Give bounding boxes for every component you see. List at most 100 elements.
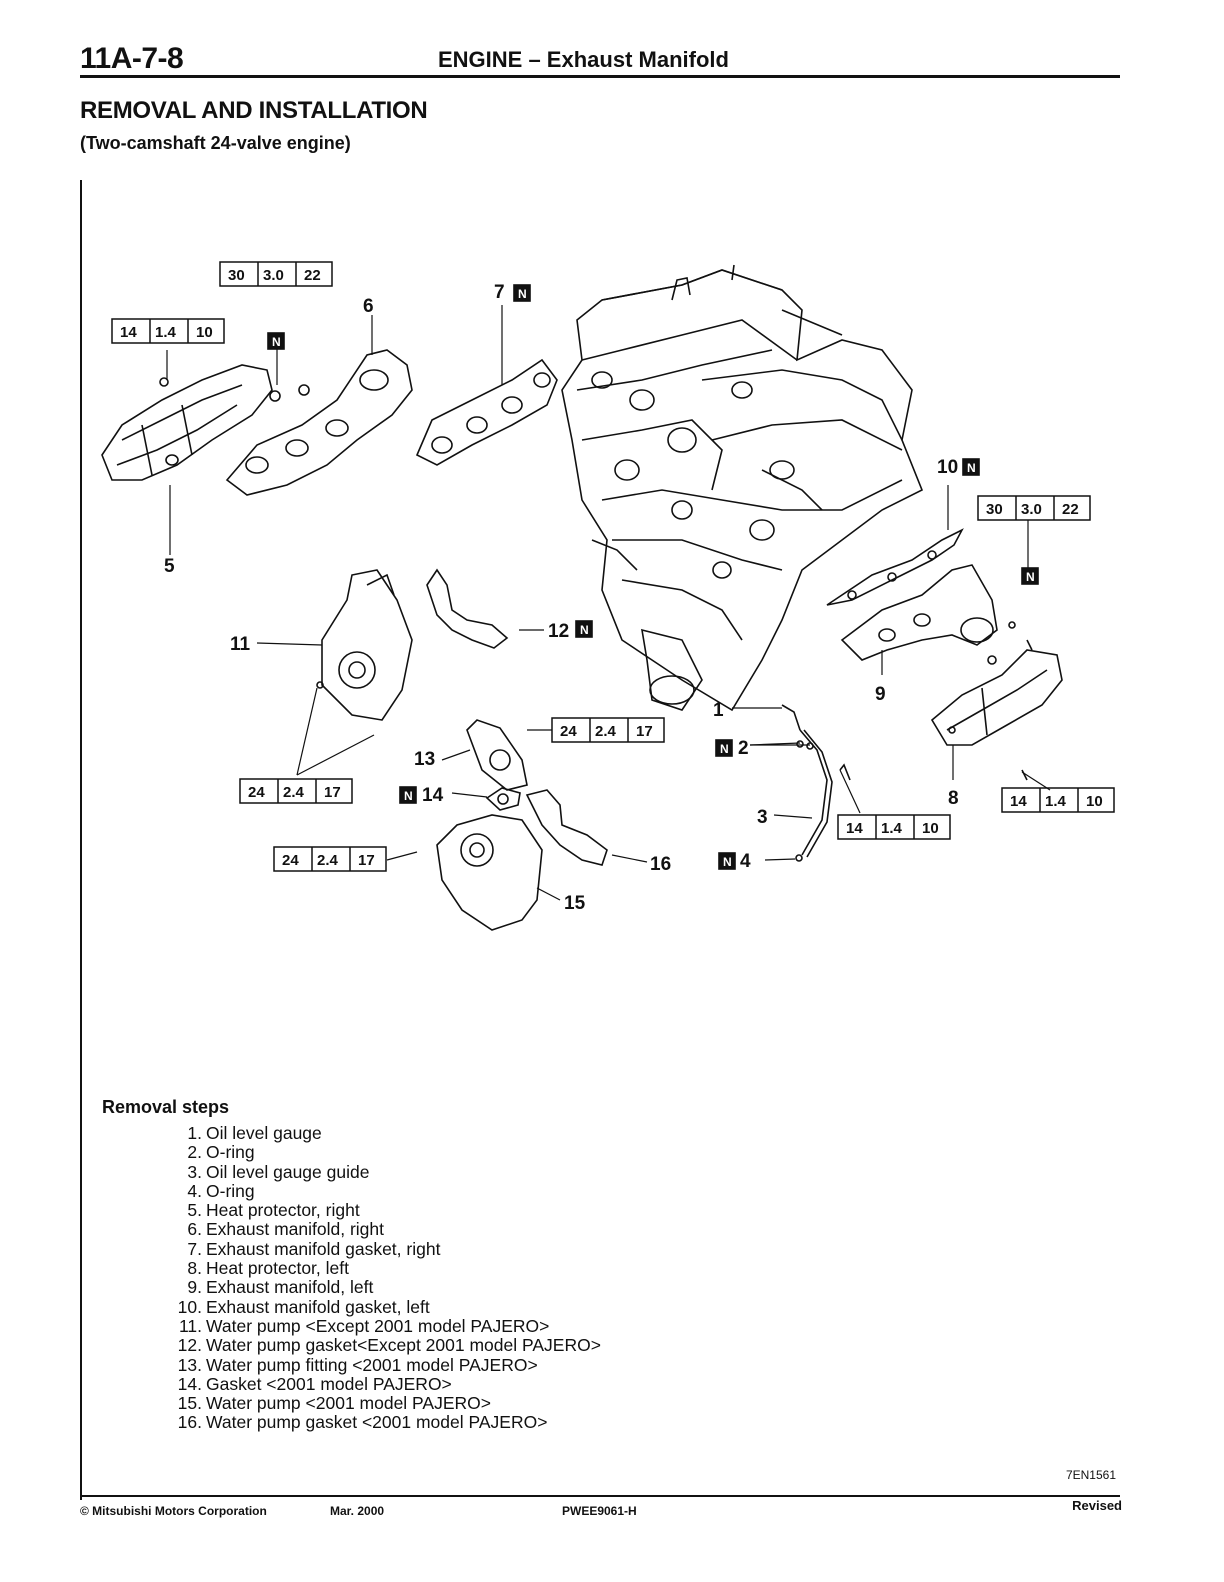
- water-pump-11-illustration: [316, 569, 413, 721]
- n-mark-6: N: [267, 332, 285, 350]
- callout-8: 8: [948, 788, 959, 809]
- n-mark-10: N: [962, 458, 980, 476]
- n-mark-2: N: [715, 739, 733, 757]
- n-mark-14: N: [399, 786, 417, 804]
- step-number: 2.: [187, 1142, 202, 1163]
- callout-labels: 5 6 7 10 9 8 11 12 13 14 16 15 1 2 3 4: [164, 282, 959, 914]
- section-title: REMOVAL AND INSTALLATION: [80, 97, 428, 124]
- step-text: Water pump <Except 2001 model PAJERO>: [206, 1315, 550, 1336]
- svg-text:10: 10: [922, 820, 939, 837]
- removal-step: 2.O-ring: [172, 1142, 601, 1163]
- water-pump-gasket-12-illustration: [426, 568, 509, 649]
- removal-step: 12.Water pump gasket<Except 2001 model P…: [172, 1335, 601, 1356]
- callout-5: 5: [164, 556, 175, 577]
- callout-6: 6: [363, 296, 374, 317]
- callout-4: 4: [740, 851, 751, 872]
- removal-step: 5.Heat protector, right: [172, 1200, 601, 1221]
- svg-text:2.4: 2.4: [595, 723, 617, 740]
- footer-status: Revised: [1072, 1498, 1122, 1513]
- callout-13: 13: [414, 749, 435, 770]
- step-number: 15.: [177, 1393, 202, 1414]
- svg-text:N: N: [272, 335, 281, 349]
- frame-left-rule: [80, 180, 82, 1500]
- removal-step: 15.Water pump <2001 model PAJERO>: [172, 1393, 601, 1414]
- step-number: 10.: [177, 1296, 202, 1317]
- removal-step: 3.Oil level gauge guide: [172, 1161, 601, 1182]
- heat-protector-right-illustration: [101, 364, 273, 481]
- torque-box-right-manifold: 30 3.0 22: [219, 261, 333, 287]
- step-text: Water pump fitting <2001 model PAJERO>: [206, 1354, 538, 1375]
- n-mark-10-nut: N: [1021, 567, 1039, 585]
- callout-2: 2: [738, 738, 749, 759]
- water-pump-15-illustration: [436, 814, 543, 931]
- removal-step: 13.Water pump fitting <2001 model PAJERO…: [172, 1354, 601, 1375]
- svg-text:N: N: [580, 623, 589, 637]
- removal-step: 8.Heat protector, left: [172, 1258, 601, 1279]
- step-text: O-ring: [206, 1142, 255, 1163]
- step-number: 14.: [177, 1373, 202, 1394]
- removal-step: 6.Exhaust manifold, right: [172, 1219, 601, 1240]
- gasket-14-illustration: [485, 787, 521, 811]
- step-text: Water pump gasket <2001 model PAJERO>: [206, 1412, 548, 1433]
- step-number: 12.: [177, 1335, 202, 1356]
- footer-copyright: © Mitsubishi Motors Corporation: [80, 1504, 267, 1518]
- header-rule: [80, 75, 1120, 78]
- torque-box-left-protector: 14 1.4 10: [1001, 787, 1115, 813]
- step-text: Exhaust manifold gasket, right: [206, 1238, 441, 1259]
- n-mark-12: N: [575, 620, 593, 638]
- removal-step: 14.Gasket <2001 model PAJERO>: [172, 1373, 601, 1394]
- oil-gauge-illustration: [781, 704, 1028, 862]
- torque-spec-boxes: 30 3.0 22 14 1.4 10 30 3.0 22 24 2.4 17: [111, 261, 1115, 872]
- exhaust-manifold-right-illustration: [225, 349, 413, 496]
- engine-block-illustration: [561, 264, 924, 712]
- svg-text:2.4: 2.4: [317, 852, 339, 869]
- svg-text:14: 14: [1010, 793, 1027, 810]
- torque-box-left-manifold: 30 3.0 22: [977, 495, 1091, 521]
- n-mark-7: N: [513, 284, 531, 302]
- step-text: Oil level gauge guide: [206, 1161, 370, 1182]
- svg-text:N: N: [967, 461, 976, 475]
- svg-text:30: 30: [986, 501, 1003, 518]
- figure-code: 7EN1561: [1065, 1468, 1116, 1482]
- step-text: Gasket <2001 model PAJERO>: [206, 1373, 452, 1394]
- step-text: Water pump <2001 model PAJERO>: [206, 1393, 491, 1414]
- frame-bottom-rule: [80, 1495, 1120, 1497]
- step-number: 7.: [187, 1238, 202, 1259]
- removal-step: 10.Exhaust manifold gasket, left: [172, 1296, 601, 1317]
- step-number: 6.: [187, 1219, 202, 1240]
- footer-date: Mar. 2000: [330, 1504, 385, 1518]
- exploded-diagram: 5 6 7 10 9 8 11 12 13 14 16 15 1 2 3 4 N…: [101, 261, 1115, 931]
- torque-box-pump-11: 24 2.4 17: [239, 778, 353, 804]
- svg-text:22: 22: [1062, 501, 1079, 518]
- svg-text:17: 17: [358, 852, 375, 869]
- torque-box-pump-15: 24 2.4 17: [273, 846, 387, 872]
- step-text: Exhaust manifold, right: [206, 1219, 385, 1240]
- svg-text:17: 17: [636, 723, 653, 740]
- heat-protector-left-illustration: [930, 649, 1063, 746]
- step-text: Heat protector, right: [206, 1200, 360, 1221]
- callout-12: 12: [548, 621, 569, 642]
- step-text: Water pump gasket<Except 2001 model PAJE…: [206, 1335, 601, 1356]
- water-pump-fitting-13-illustration: [466, 719, 528, 791]
- callout-9: 9: [875, 684, 886, 705]
- step-text: Oil level gauge: [206, 1123, 322, 1143]
- callout-15: 15: [564, 893, 586, 914]
- callout-16: 16: [650, 854, 671, 875]
- svg-text:24: 24: [248, 784, 265, 801]
- step-text: Exhaust manifold gasket, left: [206, 1296, 430, 1317]
- svg-text:24: 24: [282, 852, 299, 869]
- removal-step: 1.Oil level gauge: [172, 1123, 601, 1143]
- svg-text:10: 10: [1086, 793, 1103, 810]
- step-text: Heat protector, left: [206, 1258, 349, 1279]
- step-number: 16.: [177, 1412, 202, 1433]
- svg-text:14: 14: [846, 820, 863, 837]
- callout-3: 3: [757, 807, 768, 828]
- gasket-left-illustration: [826, 528, 964, 606]
- removal-step: 7.Exhaust manifold gasket, right: [172, 1238, 601, 1259]
- callout-10: 10: [937, 457, 958, 478]
- new-part-marks: N N N N N N N N: [267, 284, 1039, 870]
- svg-text:1.4: 1.4: [1045, 793, 1067, 810]
- svg-text:N: N: [723, 855, 732, 869]
- removal-step: 9.Exhaust manifold, left: [172, 1278, 601, 1298]
